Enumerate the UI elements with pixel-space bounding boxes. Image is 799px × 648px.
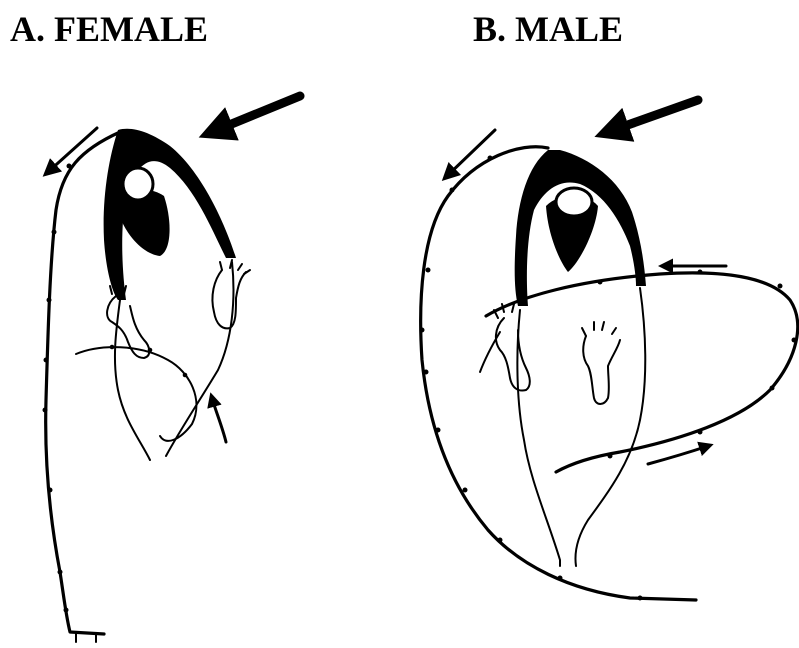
loop-marks-b	[518, 270, 797, 459]
tail-swing-arrow-b	[447, 130, 495, 176]
panel-b-male	[420, 100, 798, 601]
turn-arrow-b-bottom	[648, 446, 708, 464]
fish-body-b	[515, 150, 646, 566]
approach-arrow-b	[608, 100, 698, 132]
crossing-trace-a	[76, 347, 196, 441]
turn-arrow-a	[212, 398, 226, 442]
panel-a-female	[43, 96, 301, 642]
approach-arrow-a	[212, 96, 300, 132]
pectoral-fin-b-right	[582, 322, 620, 404]
trajectory-marks-a	[43, 164, 97, 643]
pectoral-fin-b-left	[494, 304, 530, 391]
crossing-tick-b	[480, 332, 500, 372]
